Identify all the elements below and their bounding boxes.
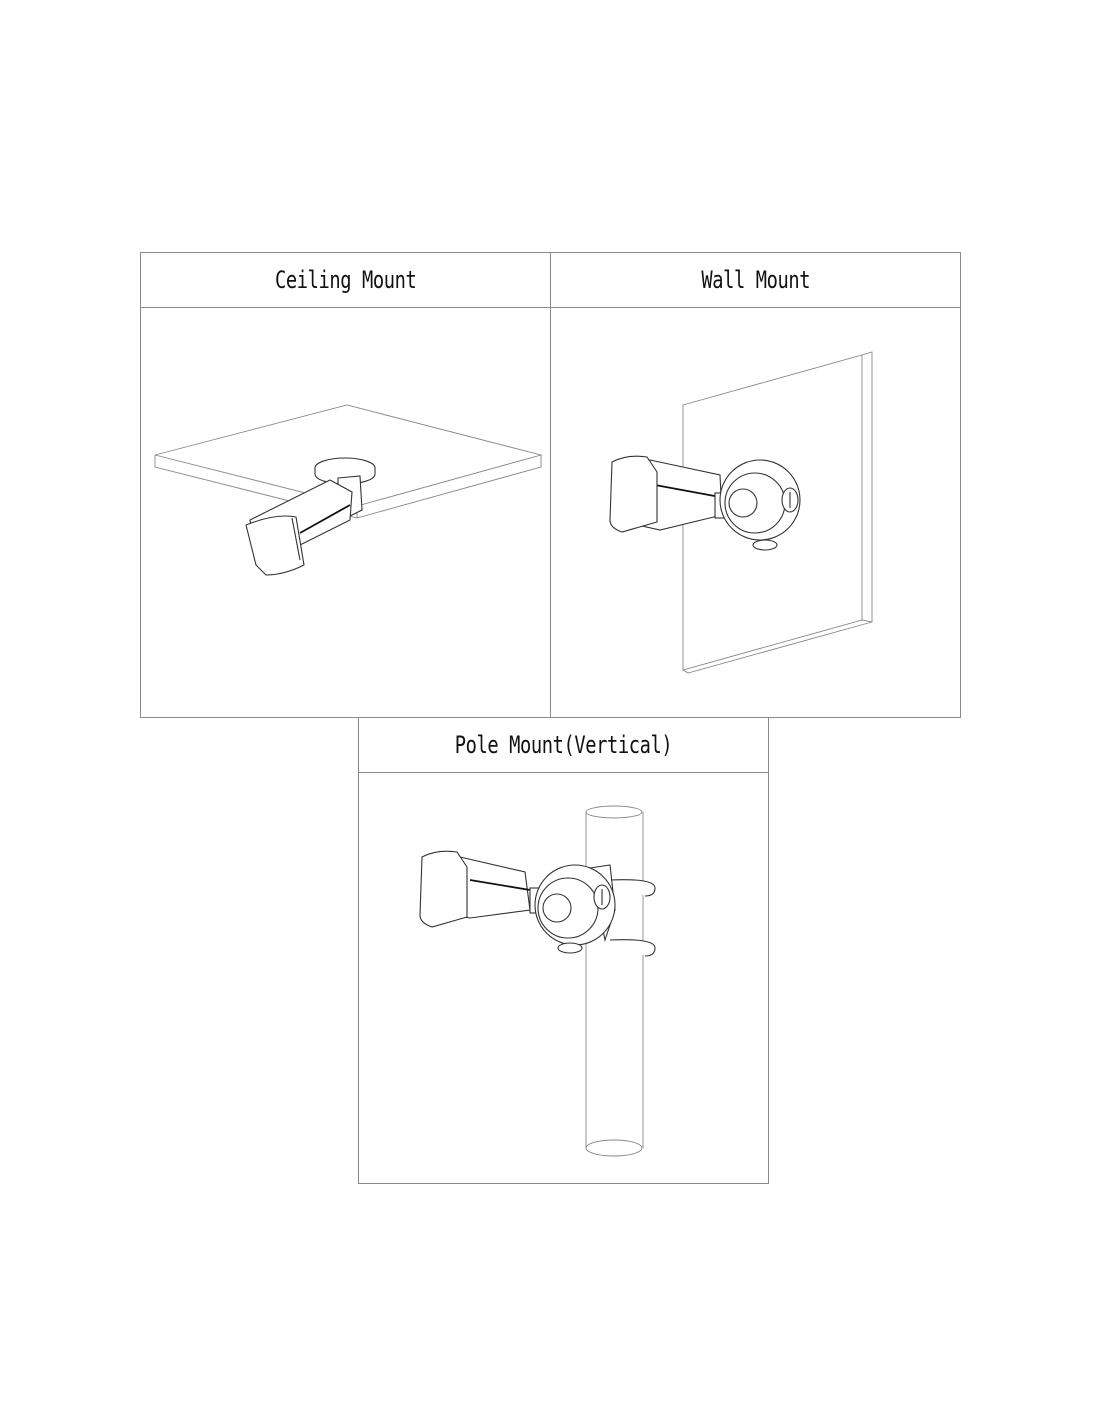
pole-mount-title: Pole Mount(Vertical) [454, 731, 673, 759]
pole-mount-header: Pole Mount(Vertical) [359, 718, 768, 773]
ceiling-mount-header: Ceiling Mount [141, 253, 550, 308]
wall-mount-header: Wall Mount [551, 253, 960, 308]
ceiling-mount-cell: Ceiling Mount [140, 252, 551, 718]
wall-mount-title: Wall Mount [701, 266, 810, 294]
wall-mount-cell: Wall Mount [550, 252, 961, 718]
ceiling-mount-title: Ceiling Mount [274, 266, 417, 294]
pole-mount-cell: Pole Mount(Vertical) [358, 717, 769, 1184]
